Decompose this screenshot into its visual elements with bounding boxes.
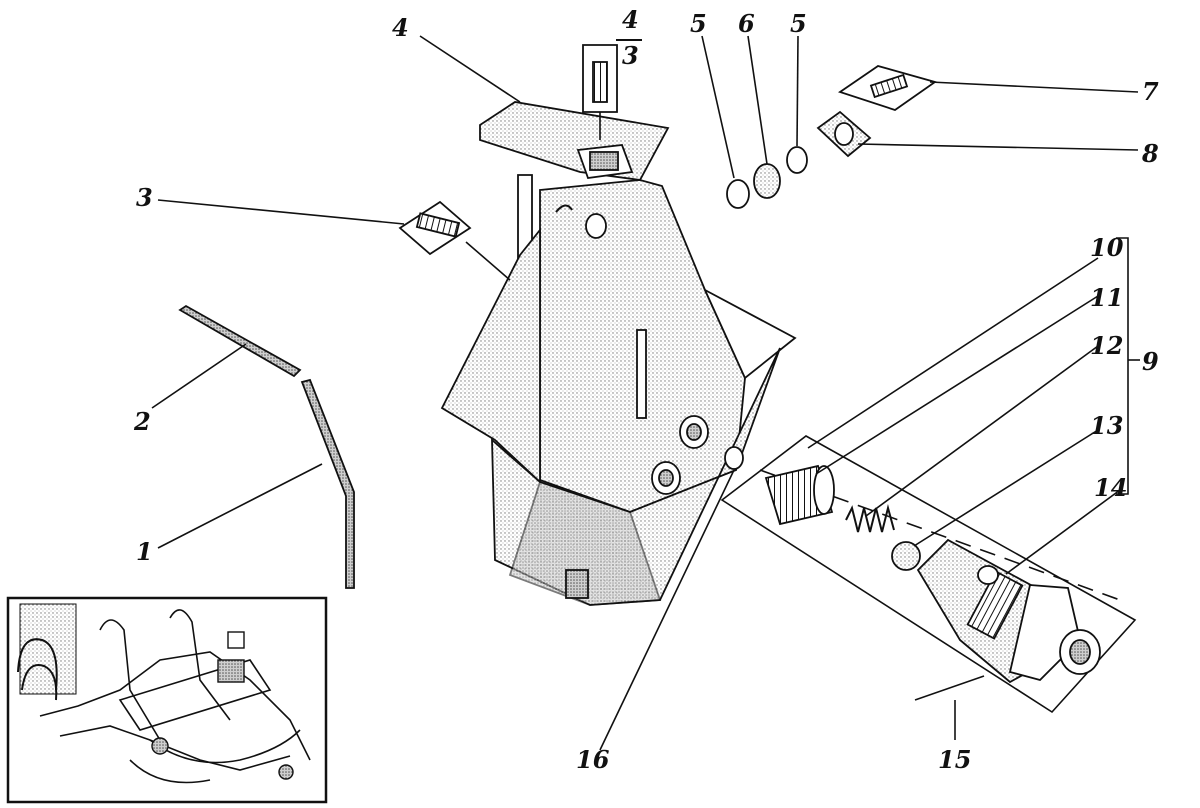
stud-detail-3	[398, 200, 511, 281]
flange-8	[816, 110, 872, 158]
ring-5-left	[726, 179, 750, 209]
callout-12: 12	[1090, 331, 1123, 360]
valve-body-14	[916, 538, 1101, 684]
stud-detail-4-3	[582, 44, 618, 140]
leader-lines	[151, 35, 1140, 751]
callout-10: 10	[1090, 233, 1124, 262]
callout-13: 13	[1090, 411, 1123, 440]
gasket-strip-1	[300, 378, 355, 589]
spring-12	[845, 504, 895, 533]
callout-16: 16	[576, 745, 610, 774]
callout-11: 11	[1090, 283, 1123, 312]
threaded-sleeve-10	[764, 464, 835, 526]
callout-15: 15	[938, 745, 971, 774]
callout-labels: 4 4 3 5 6 5 3 2 1 7 8 10 11 12 9 13 14 1…	[133, 5, 1159, 774]
callout-4-over-3-top: 4	[622, 5, 639, 34]
piping-layout-inset	[6, 596, 328, 804]
ball-13	[891, 541, 921, 571]
callout-8: 8	[1141, 139, 1159, 168]
callout-14: 14	[1094, 473, 1127, 502]
callout-2: 2	[133, 407, 151, 436]
gasket-strip-2	[178, 304, 302, 378]
screw-detail-7	[837, 65, 938, 111]
hopper-tank	[440, 101, 797, 606]
callout-5-right: 5	[790, 9, 807, 38]
callout-7: 7	[1142, 77, 1159, 106]
oring-16	[724, 446, 744, 470]
ring-5-right	[786, 146, 808, 174]
callout-5-left: 5	[690, 9, 707, 38]
callout-4-over-3-bottom: 3	[622, 41, 639, 70]
disc-6	[753, 163, 781, 199]
callout-4: 4	[392, 13, 409, 42]
callout-3: 3	[136, 183, 153, 212]
callout-6: 6	[738, 9, 755, 38]
callout-1: 1	[136, 537, 153, 566]
callout-9: 9	[1142, 347, 1159, 376]
